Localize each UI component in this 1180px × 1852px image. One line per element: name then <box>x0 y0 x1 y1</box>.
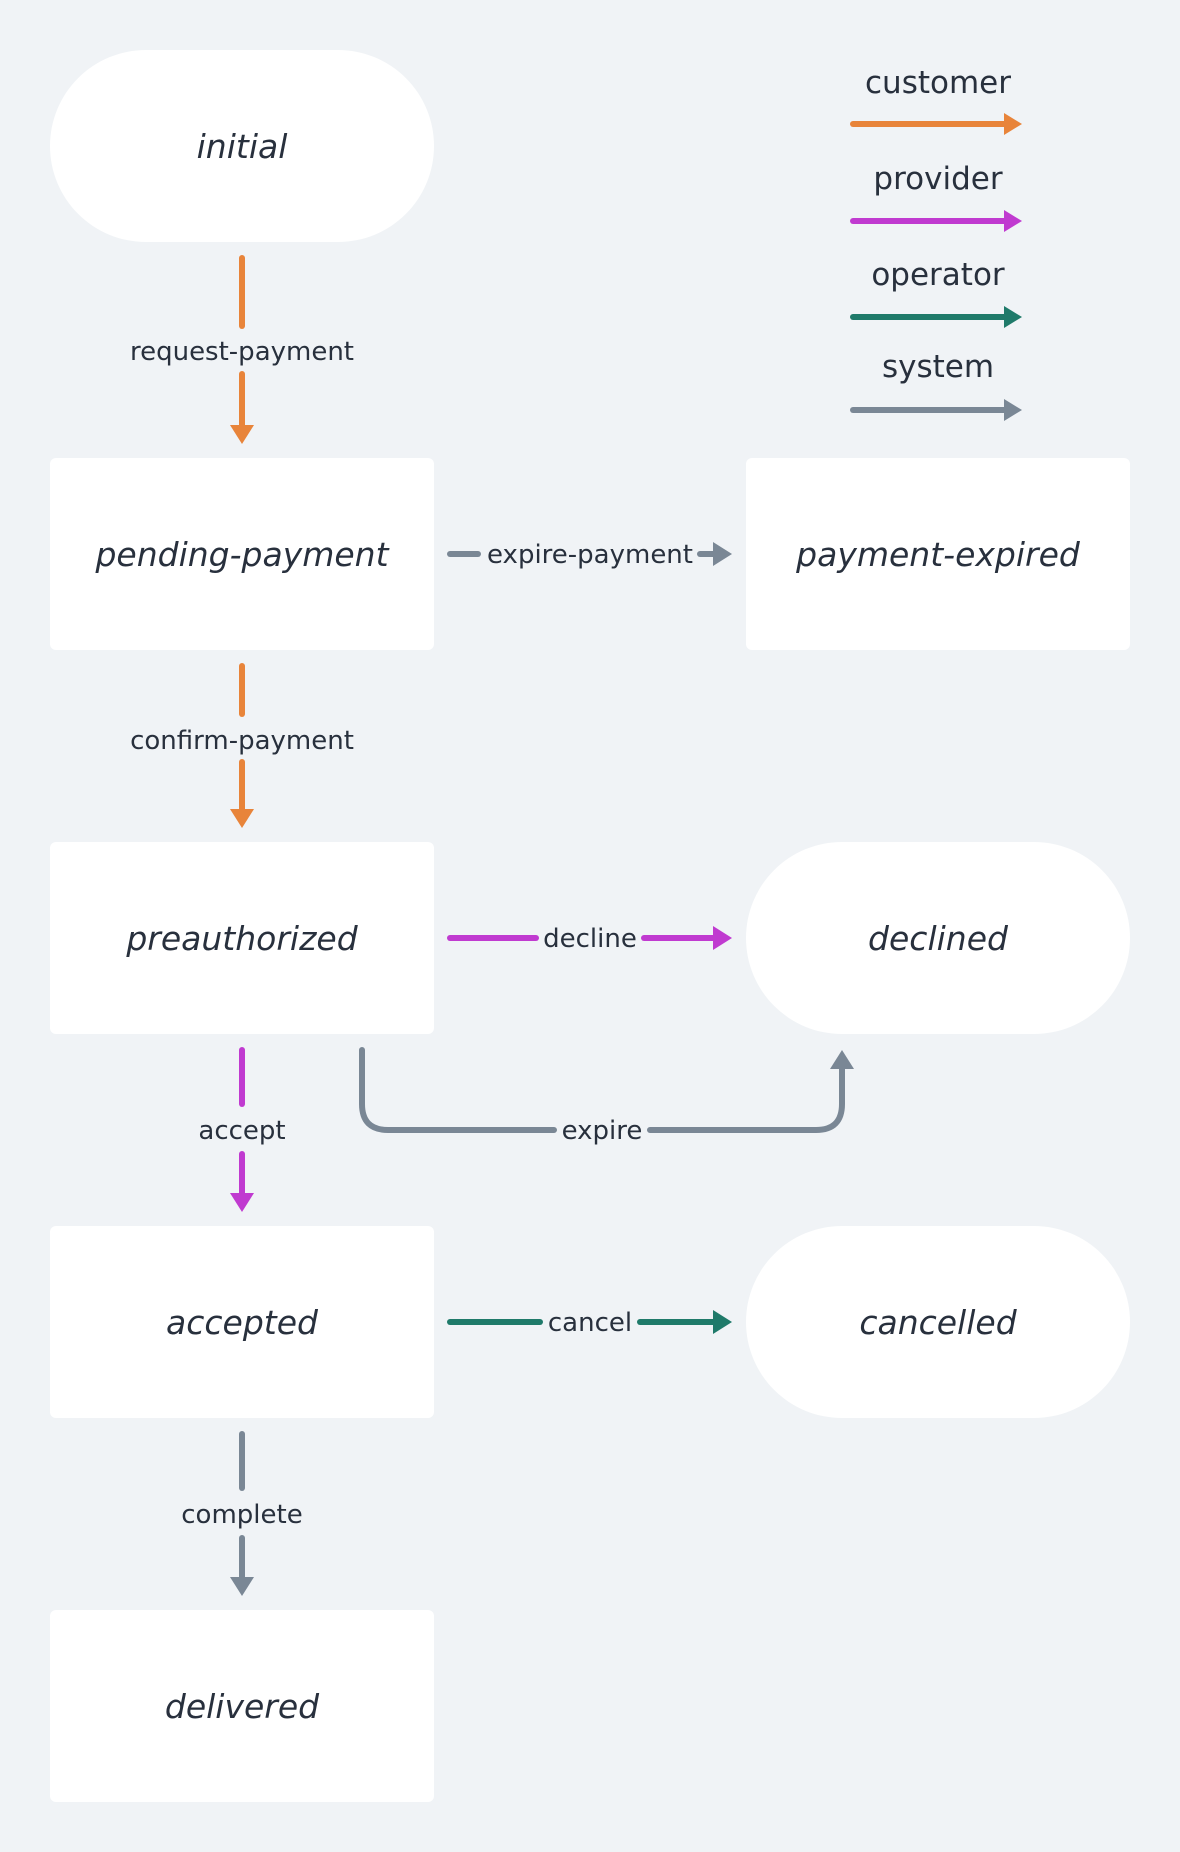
state-pending-payment-label: pending-payment <box>94 535 389 574</box>
legend-arrow-operator-head <box>1004 306 1022 328</box>
legend: customer provider operator system <box>850 65 1022 421</box>
transition-cancel-label: cancel <box>548 1308 632 1338</box>
state-initial-shape <box>50 50 434 242</box>
transition-request-payment-arrowhead <box>230 425 254 444</box>
legend-arrow-system-head <box>1004 399 1022 421</box>
state-preauthorized-shape <box>50 842 434 1034</box>
transition-cancel-arrowhead <box>713 1310 732 1334</box>
transition-decline-arrowhead <box>713 926 732 950</box>
state-delivered-label: delivered <box>165 1687 320 1726</box>
legend-label-provider: provider <box>873 161 1002 197</box>
transition-complete-label: complete <box>181 1500 302 1530</box>
state-payment-expired: payment-expired <box>746 458 1130 650</box>
state-declined-shape <box>746 842 1130 1034</box>
transition-cancel: cancel <box>447 1308 732 1338</box>
transition-expire-payment-arrowhead <box>713 542 732 566</box>
transition-expire-shaft-right <box>647 1065 845 1133</box>
transition-request-payment: request-payment <box>130 255 354 444</box>
state-accepted-label: accepted <box>166 1303 319 1342</box>
state-delivered: delivered <box>50 1610 434 1802</box>
transition-expire-label: expire <box>562 1116 643 1146</box>
legend-item-provider: provider <box>850 161 1022 232</box>
transition-expire-payment: expire-payment <box>447 540 732 570</box>
transition-expire: expire <box>359 1047 854 1146</box>
state-cancelled-label: cancelled <box>859 1303 1017 1342</box>
state-accepted-shape <box>50 1226 434 1418</box>
state-pending-payment: pending-payment <box>50 458 434 650</box>
state-accepted: accepted <box>50 1226 434 1418</box>
legend-item-operator: operator <box>850 257 1022 328</box>
transition-expire-arrowhead <box>830 1050 854 1069</box>
state-pending-payment-shape <box>50 458 434 650</box>
transition-confirm-payment: confirm-payment <box>130 663 354 828</box>
legend-item-system: system <box>850 349 1022 421</box>
transition-expire-shaft-left <box>359 1047 557 1133</box>
legend-label-system: system <box>882 349 994 385</box>
legend-item-customer: customer <box>850 65 1022 135</box>
transition-accept-arrowhead <box>230 1193 254 1212</box>
state-preauthorized: preauthorized <box>50 842 434 1034</box>
legend-label-operator: operator <box>871 257 1005 293</box>
state-payment-expired-label: payment-expired <box>795 535 1081 574</box>
transition-accept-label: accept <box>198 1116 285 1146</box>
state-initial: initial <box>50 50 434 242</box>
transition-request-payment-label: request-payment <box>130 337 354 367</box>
legend-label-customer: customer <box>865 65 1011 101</box>
transition-confirm-payment-label: confirm-payment <box>130 726 354 756</box>
transition-expire-payment-label: expire-payment <box>487 540 693 570</box>
transition-accept: accept <box>198 1047 286 1212</box>
state-payment-expired-shape <box>746 458 1130 650</box>
transition-decline: decline <box>447 924 732 954</box>
state-delivered-shape <box>50 1610 434 1802</box>
legend-arrow-customer-head <box>1004 113 1022 135</box>
state-cancelled: cancelled <box>746 1226 1130 1418</box>
transition-complete-arrowhead <box>230 1577 254 1596</box>
state-initial-label: initial <box>197 127 288 166</box>
state-declined-label: declined <box>868 919 1009 958</box>
state-preauthorized-label: preauthorized <box>125 919 358 958</box>
transition-decline-label: decline <box>543 924 637 954</box>
legend-arrow-provider-head <box>1004 210 1022 232</box>
transition-complete: complete <box>181 1431 303 1596</box>
state-cancelled-shape <box>746 1226 1130 1418</box>
transition-confirm-payment-arrowhead <box>230 809 254 828</box>
state-declined: declined <box>746 842 1130 1034</box>
